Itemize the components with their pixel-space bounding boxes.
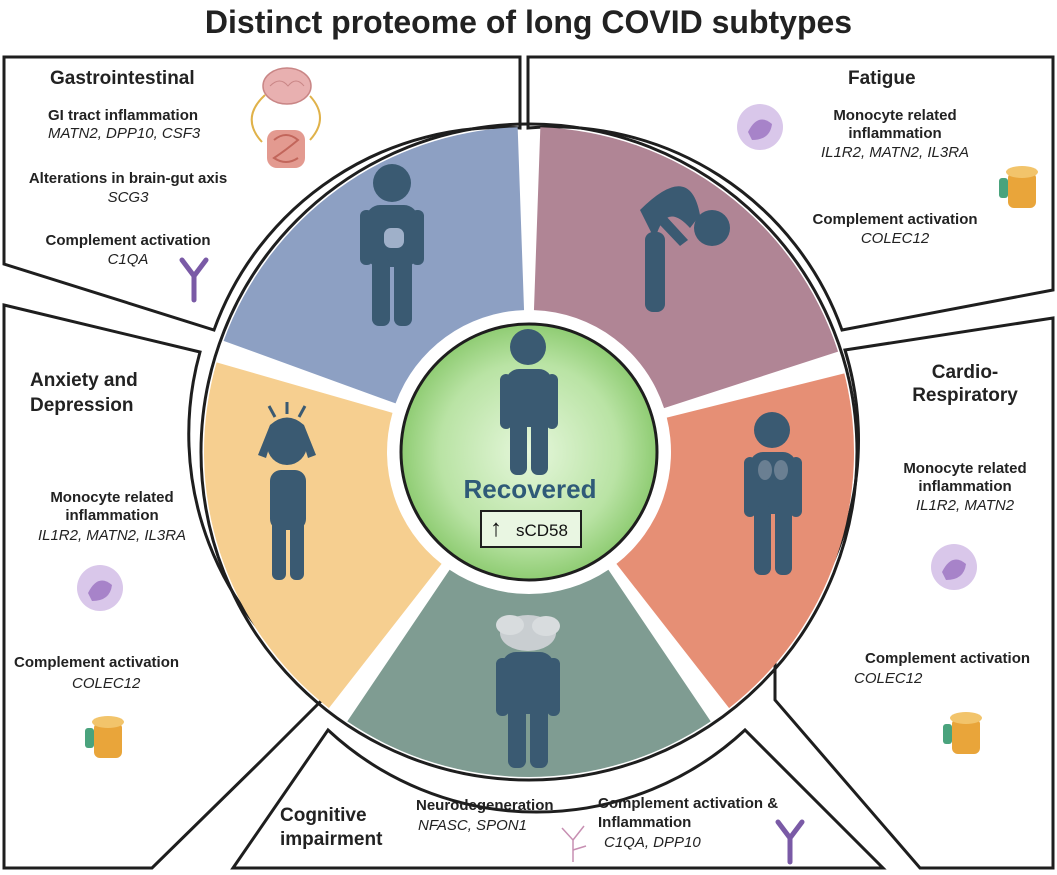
cardio-genes-1: IL1R2, MATN2 bbox=[915, 497, 1015, 514]
anxiety-person-icon bbox=[258, 402, 316, 580]
marker-label: sCD58 bbox=[516, 521, 568, 540]
neuron-icon bbox=[561, 825, 587, 862]
anxiety-genes-2: COLEC12 bbox=[72, 675, 141, 692]
brain-icon bbox=[262, 67, 312, 105]
cognitive-heading-line1: Cognitive bbox=[280, 805, 367, 826]
fatigue-wedge bbox=[533, 127, 839, 409]
monocyte-icon bbox=[77, 565, 123, 611]
gi-genes-2: SCG3 bbox=[107, 189, 149, 206]
recovered-person-icon bbox=[500, 329, 558, 475]
brain-gut-arrow-icon bbox=[250, 94, 266, 143]
gi-genes-3: C1QA bbox=[107, 251, 149, 268]
cardio-genes-2: COLEC12 bbox=[854, 670, 923, 687]
antibody-icon bbox=[775, 819, 805, 865]
fatigue-genes-1: IL1R2, MATN2, IL3RA bbox=[820, 144, 970, 161]
fatigue-genes-2: COLEC12 bbox=[860, 230, 930, 247]
gi-mechanism-2: Alterations in brain-gut axis bbox=[28, 170, 228, 187]
gastrointestinal-heading: Gastrointestinal bbox=[50, 68, 195, 89]
receptor-icon bbox=[85, 716, 124, 758]
recovered-disc bbox=[399, 322, 659, 582]
recovered-label: Recovered bbox=[463, 474, 597, 504]
diagram-title: Distinct proteome of long COVID subtypes bbox=[204, 4, 853, 40]
gi-genes-1: MATN2, DPP10, CSF3 bbox=[48, 125, 201, 142]
fatigue-mechanism-2: Complement activation bbox=[812, 211, 978, 228]
antibody-icon bbox=[179, 257, 209, 303]
cardio-wedge bbox=[616, 373, 854, 709]
intestine-icon bbox=[267, 130, 305, 168]
wheel-outline bbox=[199, 122, 859, 782]
fatigue-person-icon bbox=[640, 186, 730, 312]
cardio-heading-line1: Cardio- bbox=[931, 362, 999, 383]
up-arrow-icon: ↑ bbox=[490, 515, 502, 542]
cognitive-mechanism-1: Neurodegeneration bbox=[416, 797, 554, 814]
gut-brain-arrow-icon bbox=[309, 95, 321, 141]
anxiety-genes-1: IL1R2, MATN2, IL3RA bbox=[37, 527, 187, 544]
gi-mechanism-1: GI tract inflammation bbox=[48, 107, 199, 124]
cognitive-mechanism-2-line1: Complement activation & bbox=[598, 795, 779, 812]
cardio-mechanism-2: Complement activation bbox=[864, 650, 1031, 667]
cognitive-panel bbox=[230, 727, 887, 870]
cognitive-heading-line2: impairment bbox=[280, 829, 383, 850]
receptor-icon bbox=[943, 712, 982, 754]
marker-box: ↑ sCD58 bbox=[480, 510, 582, 548]
cognitive-genes-2: C1QA, DPP10 bbox=[604, 834, 701, 851]
anxiety-heading-line2: Depression bbox=[30, 395, 134, 416]
cardio-heading-line2: Respiratory bbox=[912, 385, 1018, 406]
receptor-icon bbox=[999, 166, 1038, 208]
cardio-mechanism-1: Monocyte related inflammation bbox=[903, 460, 1027, 495]
cognitive-genes-1: NFASC, SPON1 bbox=[418, 817, 527, 834]
cognitive-mechanism-2-line2: Inflammation bbox=[598, 814, 692, 831]
monocyte-icon bbox=[931, 544, 977, 590]
fatigue-mechanism-1: Monocyte related inflammation bbox=[833, 107, 957, 142]
cardio-person-icon bbox=[744, 412, 802, 575]
gastrointestinal-person-icon bbox=[360, 164, 424, 326]
anxiety-mechanism-2: Complement activation bbox=[14, 654, 180, 671]
fatigue-heading: Fatigue bbox=[848, 68, 916, 89]
gi-mechanism-3: Complement activation bbox=[45, 232, 211, 249]
anxiety-heading-line1: Anxiety and bbox=[30, 370, 138, 391]
monocyte-icon bbox=[737, 104, 783, 150]
cognitive-person-icon bbox=[496, 615, 560, 768]
anxiety-mechanism-1: Monocyte related inflammation bbox=[50, 489, 174, 524]
